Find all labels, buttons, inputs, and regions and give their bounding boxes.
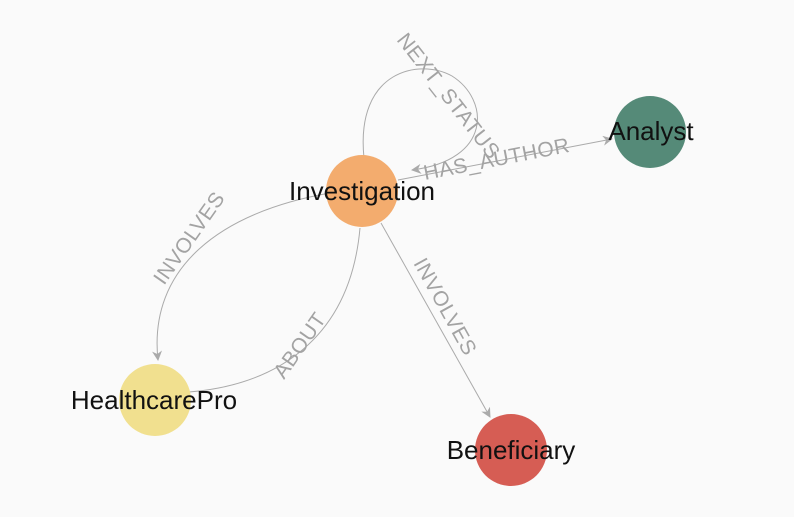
node-analyst-circle bbox=[614, 96, 686, 168]
node-beneficiary-circle bbox=[475, 414, 547, 486]
edge-next-status-label: NEXT_STATUS bbox=[392, 29, 504, 164]
node-healthcarepro-label: HealthcarePro bbox=[71, 385, 237, 415]
node-healthcarepro[interactable]: HealthcarePro bbox=[71, 364, 237, 436]
edge-has-author-line bbox=[397, 135, 613, 181]
node-beneficiary[interactable]: Beneficiary bbox=[447, 414, 576, 486]
node-beneficiary-label: Beneficiary bbox=[447, 435, 576, 465]
node-investigation-label: Investigation bbox=[289, 176, 435, 206]
node-analyst-label: Analyst bbox=[608, 116, 694, 146]
edge-next-status-line bbox=[362, 68, 478, 174]
edge-involves-beneficiary-label: INVOLVES bbox=[409, 254, 481, 359]
edge-involves-healthcarepro-line bbox=[152, 192, 331, 361]
edge-involves-beneficiary-line bbox=[380, 222, 491, 418]
edge-next-status[interactable]: NEXT_STATUS bbox=[362, 29, 504, 174]
node-analyst[interactable]: Analyst bbox=[608, 96, 694, 168]
edge-about[interactable]: ABOUT bbox=[188, 227, 361, 393]
edge-involves-beneficiary[interactable]: INVOLVES bbox=[380, 222, 491, 418]
node-investigation[interactable]: Investigation bbox=[289, 155, 435, 227]
edge-about-label: ABOUT bbox=[269, 308, 331, 383]
node-investigation-circle bbox=[326, 155, 398, 227]
edge-about-line bbox=[188, 227, 361, 393]
node-healthcarepro-circle bbox=[119, 364, 191, 436]
edge-involves-healthcarepro-label: INVOLVES bbox=[149, 188, 229, 289]
